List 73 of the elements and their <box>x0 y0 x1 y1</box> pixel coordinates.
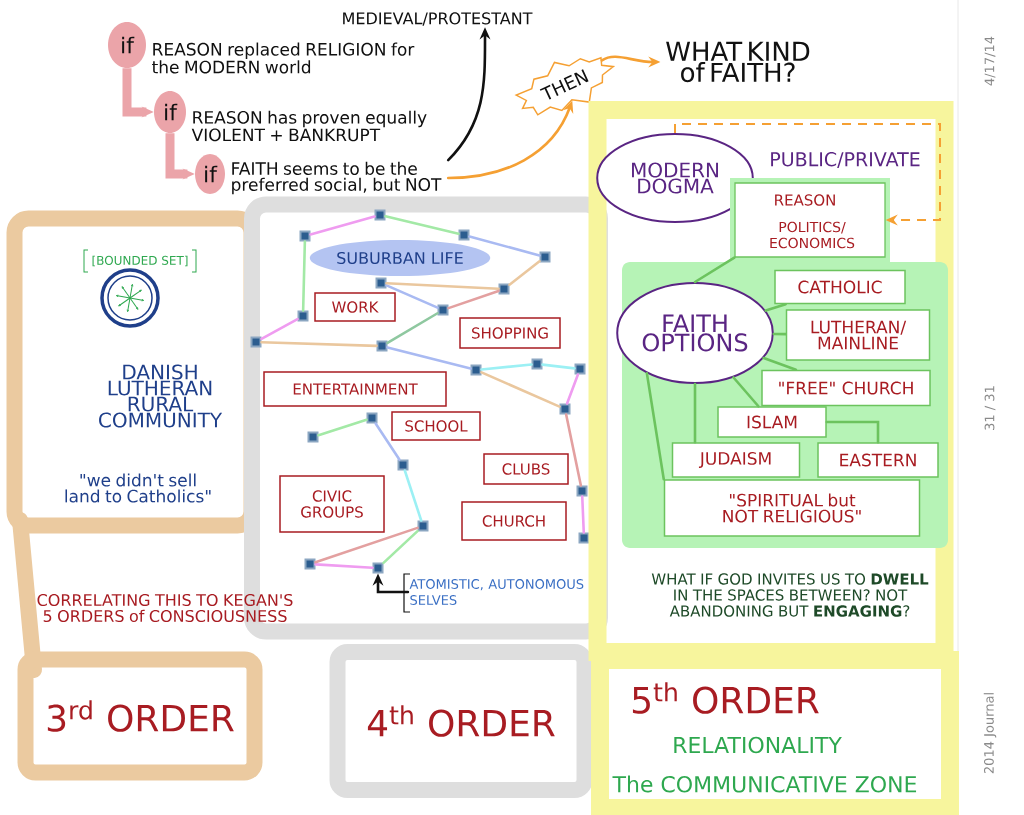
label-box: CATHOLIC <box>774 269 906 305</box>
if-blob: if <box>195 154 225 194</box>
label-text: PUBLIC/PRIVATE <box>771 152 920 168</box>
date-text: 4/17/14 <box>984 36 996 86</box>
label-box: WORK <box>314 292 396 322</box>
connector-line <box>403 469 423 522</box>
connector-line <box>447 289 500 310</box>
connector-line <box>480 371 561 408</box>
connector-line <box>317 418 368 437</box>
connector-line <box>508 260 541 286</box>
connector-line <box>382 529 419 565</box>
connector-line <box>565 373 580 405</box>
subtitle-text: RELATIONALITY <box>674 736 842 754</box>
if-blob: if <box>108 22 146 68</box>
connector-line <box>693 382 697 444</box>
connector-line <box>386 311 439 345</box>
label-box: SCHOOL <box>391 411 481 441</box>
statement-text: FAITH seems to be the preferred social, but NOT <box>232 161 442 195</box>
quote-text: "we didn't sell land to Catholics" <box>65 473 211 503</box>
label-box: EASTERN <box>817 442 939 478</box>
connector-line <box>314 563 374 569</box>
label-text: POLITICS/ ECONOMICS <box>770 221 855 249</box>
connector-line <box>762 356 798 372</box>
order-box: 3$^{rd}$ ORDER <box>17 651 263 781</box>
connector-line <box>301 240 307 312</box>
connector-line <box>480 363 533 371</box>
heading-text: DANISH LUTHERAN RURAL COMMUNITY <box>99 364 223 428</box>
question-text: WHAT IF GOD INVITES US TO DWELL IN THE SPACES BETWEEN? NOT ABANDONING BUT ENGAGING? <box>651 573 929 617</box>
label-box: CLUBS <box>483 453 569 485</box>
label-box: CHURCH <box>461 501 567 541</box>
order-box: 4$^{th}$ ORDER <box>329 644 593 798</box>
connector-line <box>260 317 299 341</box>
tag-text: [BOUNDED SET] <box>92 255 188 267</box>
connector-line <box>580 495 586 534</box>
notebook-title: 2014 Journal <box>983 693 997 774</box>
connector-line <box>260 340 378 348</box>
connector-line <box>314 526 419 564</box>
connector-line <box>374 422 401 461</box>
connector-line <box>309 215 376 236</box>
label-box: SHOPPING <box>459 317 561 349</box>
connector-line <box>825 420 880 444</box>
connector-line <box>468 235 541 257</box>
connector-line <box>772 332 788 336</box>
note-text: CORRELATING THIS TO KEGAN'S 5 ORDERS of CONSCIOUSNESS <box>37 593 293 623</box>
label-box: LUTHERAN/ MAINLINE <box>785 309 931 361</box>
note-text: ATOMISTIC, AUTONOMOUS SELVES <box>409 579 584 605</box>
label-text: REASON <box>775 194 835 206</box>
arrow <box>674 123 941 226</box>
connector-line <box>732 376 760 408</box>
heading-text: MEDIEVAL/PROTESTANT <box>343 12 533 26</box>
connector-line <box>564 413 583 487</box>
connector-line <box>385 284 439 309</box>
connector-line <box>385 281 500 291</box>
connector-line <box>693 256 736 284</box>
label-box: CIVIC GROUPS <box>279 475 385 533</box>
statement-text: REASON replaced RELIGION for the MODERN world <box>152 42 415 74</box>
connector-line <box>386 346 472 370</box>
if-blob: if <box>154 91 186 133</box>
label-box: ISLAM <box>717 406 827 438</box>
subtitle-text: The COMMUNICATIVE ZONE <box>612 775 917 793</box>
connector-line <box>764 302 787 312</box>
panel-frame <box>588 101 954 661</box>
label-box: JUDAISM <box>671 442 801 478</box>
statement-text: REASON has proven equally VIOLENT + BANKRUPT <box>191 110 427 142</box>
connector-line <box>384 215 460 235</box>
title-text: WHAT KIND of FAITH? <box>666 41 810 83</box>
highlight-blob: SUBURBAN LIFE <box>309 240 491 276</box>
connector-line <box>541 363 576 370</box>
label-box: ENTERTAINMENT <box>263 371 447 407</box>
page-number: 31 / 31 <box>984 386 996 430</box>
connector-line <box>645 372 666 481</box>
order-text: 5$^{th}$ ORDER <box>632 682 819 714</box>
label-box: "FREE" CHURCH <box>761 369 931 407</box>
